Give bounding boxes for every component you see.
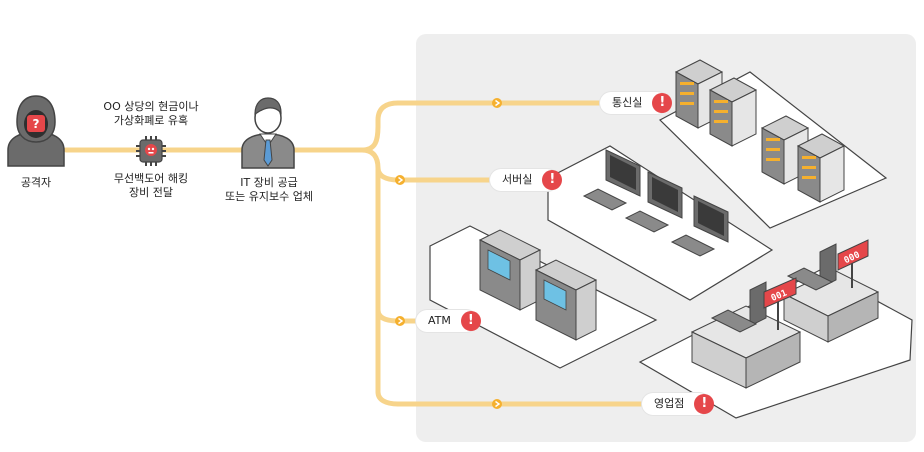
computer-monitor [582, 149, 641, 211]
malware-chip-icon [136, 136, 166, 166]
malware-line-2: 장비 전달 [129, 186, 173, 199]
comm-room-scene [658, 59, 888, 229]
alert-icon: ! [460, 311, 481, 331]
branch-monitor [786, 243, 837, 291]
hacker-icon: ? [7, 95, 65, 167]
teller-counter [782, 269, 880, 343]
target-label-atm: ATM ! [416, 310, 481, 332]
lure-text: OO 상당의 현금이나 가상화폐로 유혹 [86, 100, 216, 128]
atm-machine [478, 229, 542, 311]
vendor-text: IT 장비 공급 또는 유지보수 업체 [214, 176, 324, 204]
lure-line-1: OO 상당의 현금이나 [103, 100, 199, 113]
target-label-server-room: 서버실 ! [490, 169, 563, 191]
branch-line-comm [359, 100, 663, 153]
branch-line-branch [375, 307, 703, 407]
branch-monitor [710, 281, 767, 333]
lure-line-2: 가상화폐로 유혹 [113, 114, 189, 127]
vendor-line-1: IT 장비 공급 [240, 176, 298, 189]
arrow-dot [395, 316, 405, 326]
vendor-person-icon [241, 97, 295, 169]
arrow-dots [395, 98, 502, 409]
malware-line-1: 무선백도어 해킹 [113, 172, 189, 185]
server-rack [708, 77, 758, 147]
arrow-dot [492, 399, 502, 409]
connection-lines [63, 100, 703, 407]
atm-scene [429, 225, 658, 369]
vendor-line-2: 또는 유지보수 업체 [225, 190, 313, 203]
malware-text: 무선백도어 해킹 장비 전달 [96, 172, 206, 200]
target-label-text: ATM [428, 314, 451, 327]
atm-machine [534, 259, 598, 341]
branch-office-scene: 001 000 [638, 239, 913, 419]
server-rack [760, 115, 810, 185]
server-rack [796, 133, 846, 203]
computer-monitor [670, 195, 729, 257]
target-label-text: 통신실 [612, 96, 643, 109]
svg-text:?: ? [33, 117, 40, 131]
attacker-label: 공격자 [20, 176, 52, 189]
arrow-dot [395, 175, 405, 185]
target-label-comm-room: 통신실 ! [600, 92, 673, 114]
arrow-dot [492, 98, 502, 108]
server-room-scene [547, 145, 774, 301]
alert-icon: ! [694, 394, 715, 414]
target-label-text: 영업점 [654, 397, 685, 410]
target-label-branch-office: 영업점 ! [642, 393, 715, 415]
alert-icon: ! [652, 93, 673, 113]
target-label-text: 서버실 [502, 173, 533, 186]
computer-monitor [624, 171, 683, 233]
alert-icon: ! [542, 170, 563, 190]
